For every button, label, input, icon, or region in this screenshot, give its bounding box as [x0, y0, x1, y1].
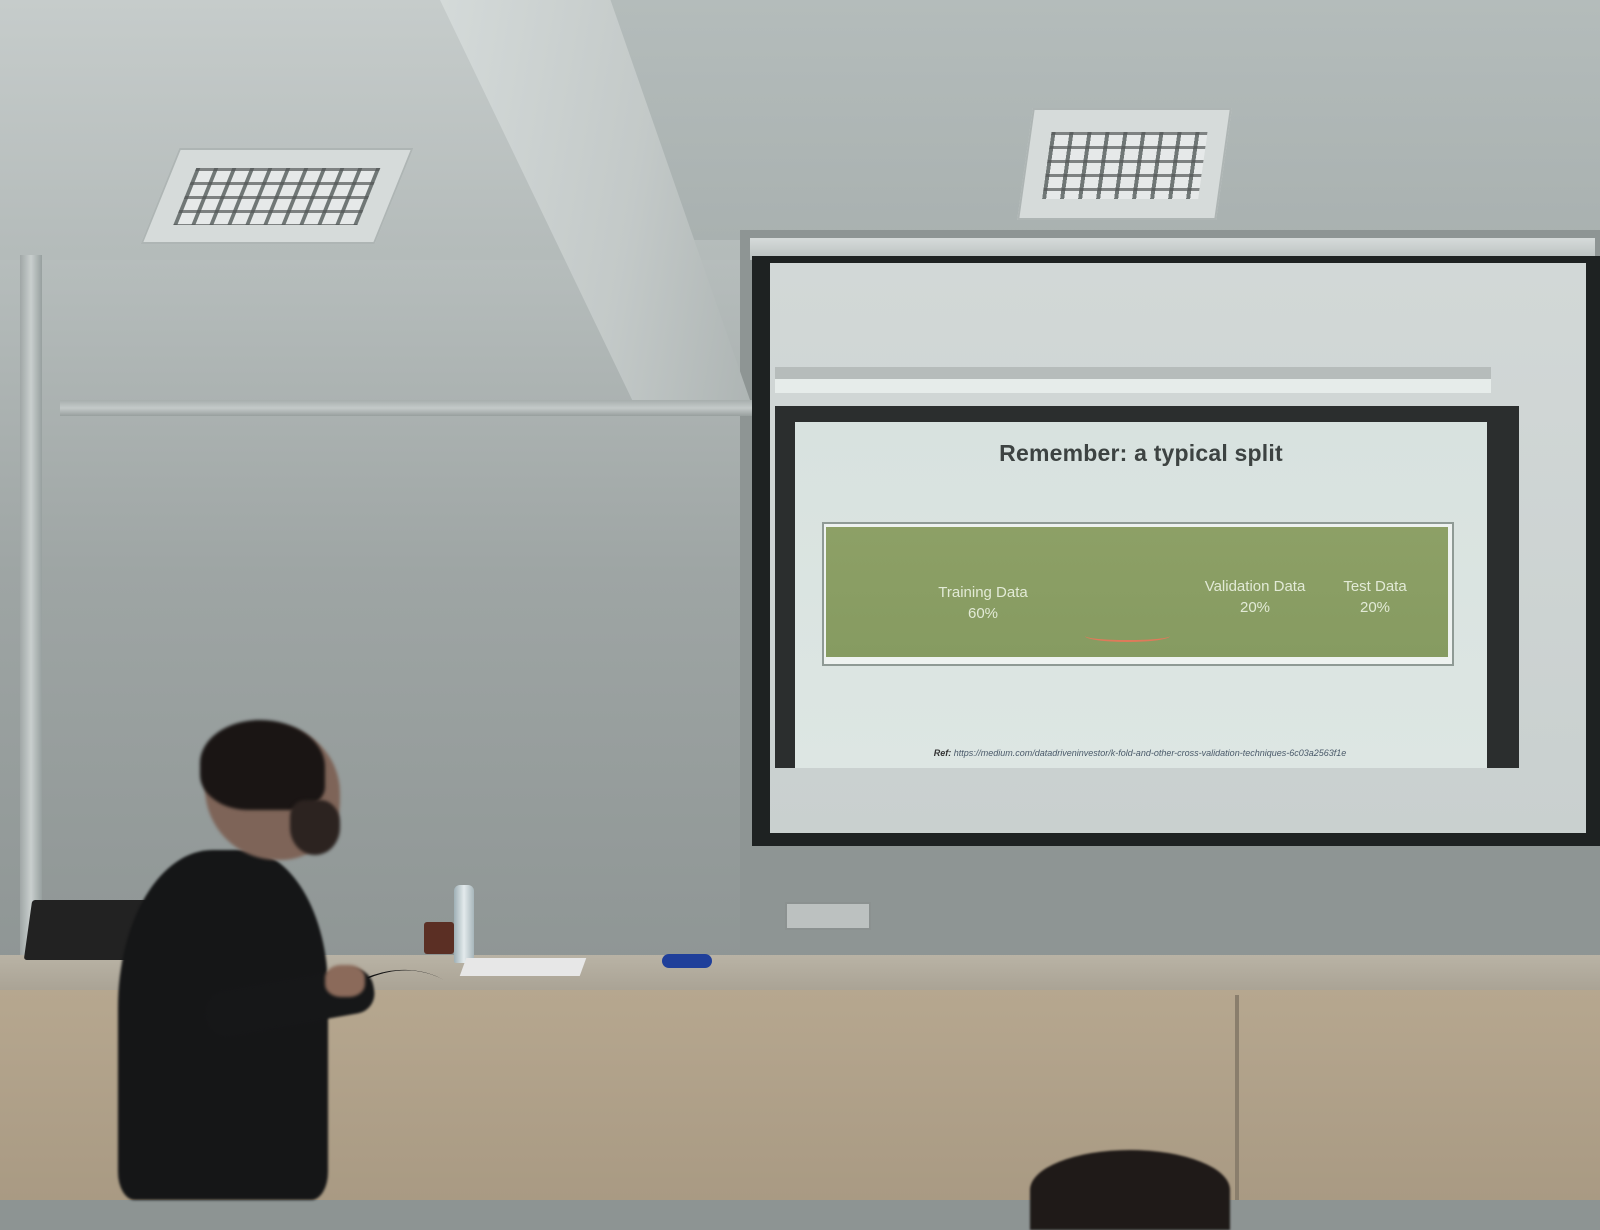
desk-panel-seam	[1235, 995, 1239, 1200]
laser-pointer-trace	[1085, 630, 1170, 642]
segment-validation-label: Validation Data	[1204, 578, 1306, 595]
segment-test-label: Test Data	[1343, 578, 1407, 595]
segment-test-value: 20%	[1359, 599, 1391, 616]
ceiling-light-right	[1017, 108, 1232, 220]
projected-toolbar	[775, 379, 1491, 393]
segment-training-value: 60%	[967, 605, 999, 622]
segment-validation: Validation Data 20%	[1180, 576, 1330, 618]
reference-link[interactable]: https://medium.com/datadriveninvestor/k-…	[953, 748, 1347, 758]
ceiling-light-left	[140, 148, 414, 244]
vertical-pipe	[20, 255, 42, 955]
audience-head	[1030, 1150, 1230, 1230]
wall-pipe	[60, 400, 760, 416]
screen-housing	[750, 238, 1595, 260]
slide-title: Remember: a typical split	[999, 440, 1283, 466]
projected-window-titlebar	[775, 367, 1491, 379]
computer-mouse	[662, 954, 712, 968]
segment-training-label: Training Data	[938, 584, 1028, 601]
papers	[459, 958, 587, 976]
segment-validation-value: 20%	[1239, 599, 1271, 616]
reference-label: Ref:	[933, 748, 952, 758]
wall-vent	[785, 902, 871, 930]
presenter-hair	[200, 720, 325, 810]
coffee-cup	[424, 922, 454, 954]
segment-test: Test Data 20%	[1320, 576, 1430, 618]
segment-training: Training Data 60%	[908, 582, 1058, 624]
presenter-beard	[290, 800, 340, 855]
water-bottle	[454, 885, 474, 963]
slide-reference: Ref: https://medium.com/datadriveninvest…	[800, 748, 1480, 758]
presenter-hand	[325, 965, 365, 997]
